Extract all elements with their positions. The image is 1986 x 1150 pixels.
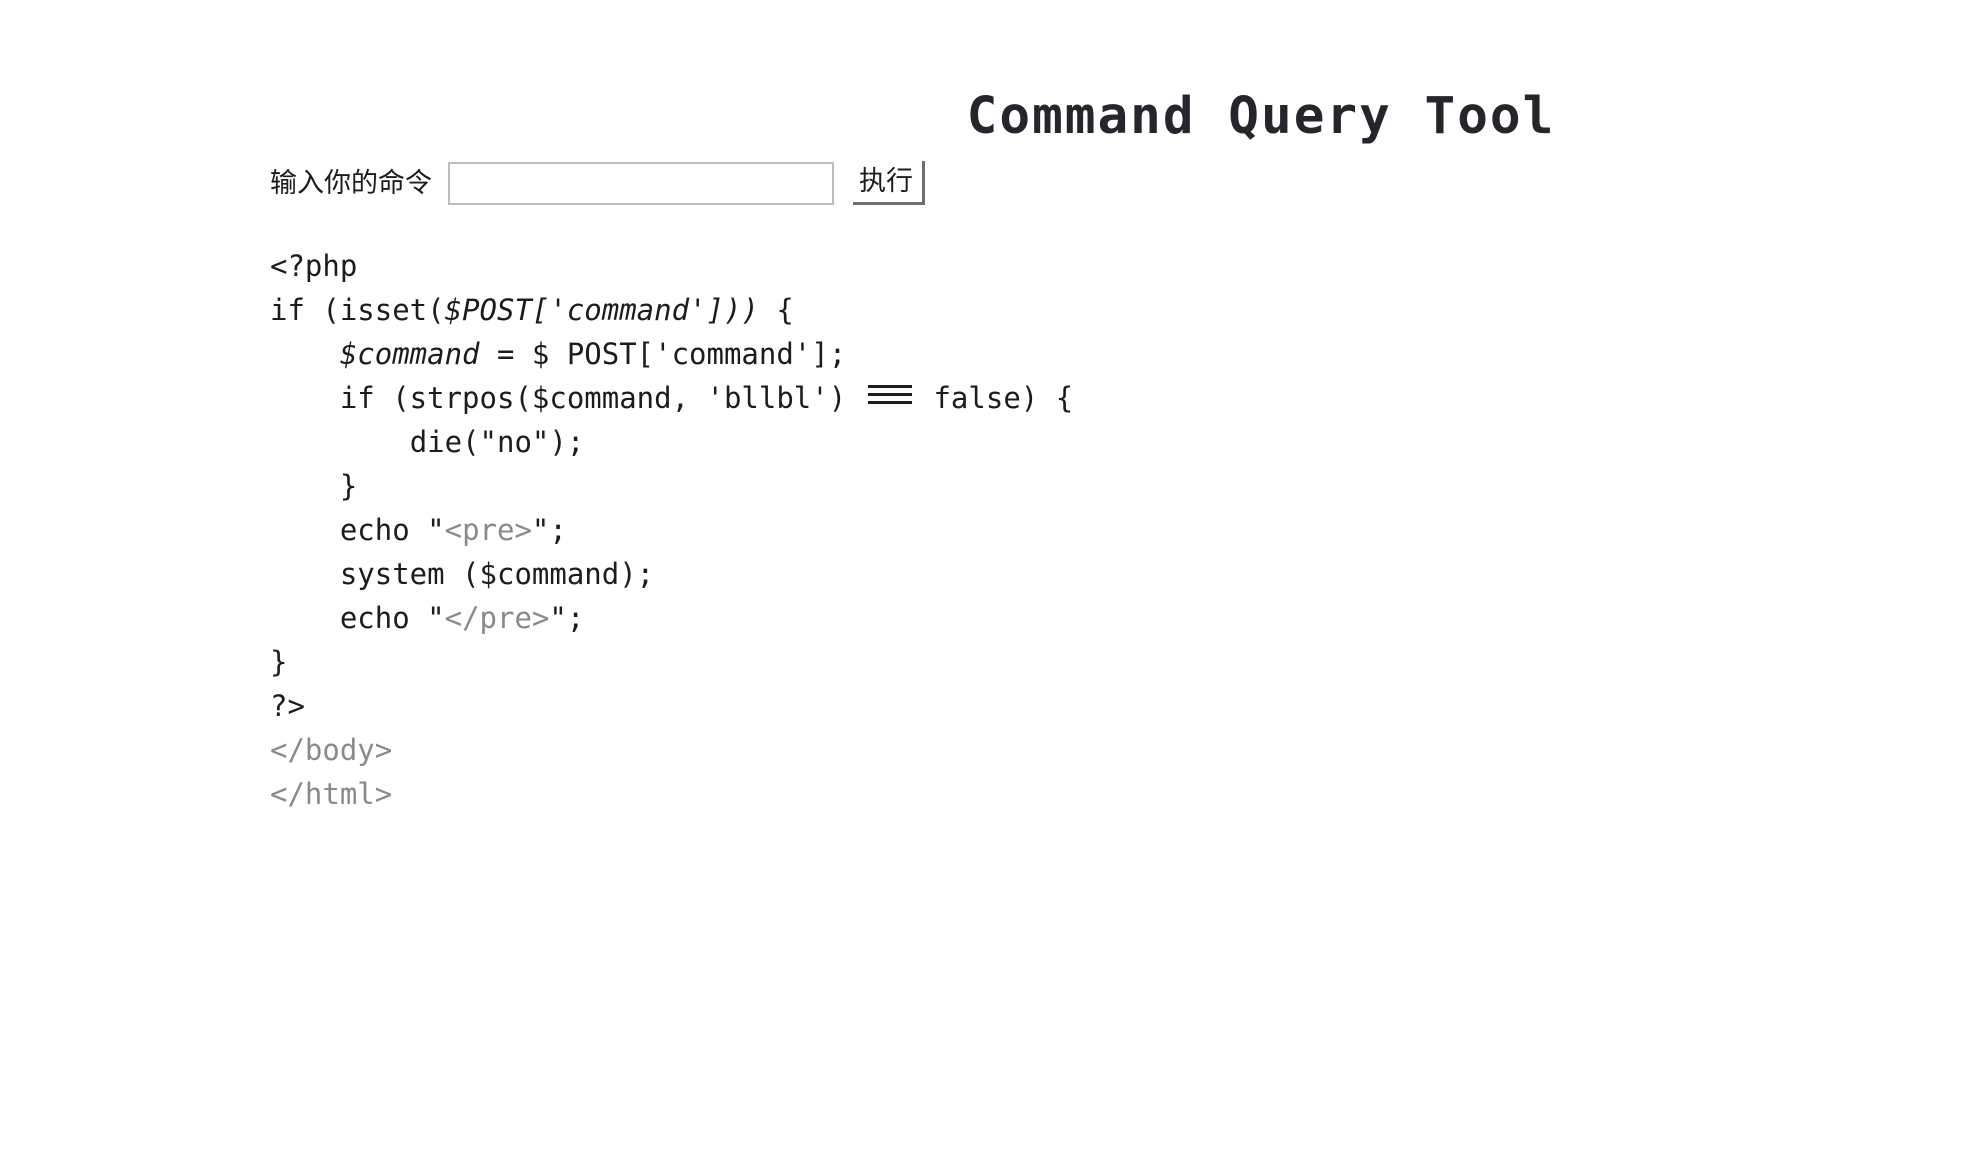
code-token: <pre> xyxy=(444,513,532,547)
code-line: <?php xyxy=(270,244,1073,288)
code-line: } xyxy=(270,640,1073,684)
code-line: </html> xyxy=(270,772,1073,816)
code-token: </body> xyxy=(270,733,393,767)
code-token: system ($command); xyxy=(339,557,655,591)
code-line: ?> xyxy=(270,684,1073,728)
code-token: $POST['command'])) xyxy=(444,293,759,327)
code-line: $command = $ POST['command']; xyxy=(270,332,1073,376)
code-token: } xyxy=(270,645,288,679)
code-token: if (isset( xyxy=(270,293,445,327)
code-line: die("no"); xyxy=(270,420,1073,464)
code-token: die("no"); xyxy=(409,425,585,459)
code-line: system ($command); xyxy=(270,552,1073,596)
code-token: </pre> xyxy=(444,601,550,635)
command-input-label: 输入你的命令 xyxy=(270,167,432,199)
code-token: echo " xyxy=(339,513,445,547)
code-line: </body> xyxy=(270,728,1073,772)
code-line: echo "<pre>"; xyxy=(270,508,1073,552)
command-form: 输入你的命令 执行 xyxy=(270,159,925,207)
code-line: if (strpos($command, 'bllbl') false) { xyxy=(270,376,1073,420)
execute-button[interactable]: 执行 xyxy=(853,161,925,205)
php-source-code: <?php if (isset($POST['command'])) { $com… xyxy=(270,244,1073,816)
code-token: { xyxy=(758,293,794,327)
code-token: $command xyxy=(339,337,480,371)
code-token: = $ POST['command']; xyxy=(479,337,847,371)
page-title: Command Query Tool xyxy=(966,87,1556,147)
code-token: </html> xyxy=(270,777,393,811)
code-token: if (strpos($command, 'bllbl') xyxy=(339,381,864,415)
code-token: echo " xyxy=(339,601,445,635)
code-line: if (isset($POST['command'])) { xyxy=(270,288,1073,332)
code-token: "; xyxy=(549,601,585,635)
code-line: echo "</pre>"; xyxy=(270,596,1073,640)
code-token: "; xyxy=(531,513,567,547)
code-token: <?php xyxy=(270,249,358,283)
code-token: } xyxy=(339,469,358,503)
command-input[interactable] xyxy=(448,161,834,205)
code-line: } xyxy=(270,464,1073,508)
code-token: false) { xyxy=(916,381,1074,415)
code-token: ?> xyxy=(270,689,305,723)
